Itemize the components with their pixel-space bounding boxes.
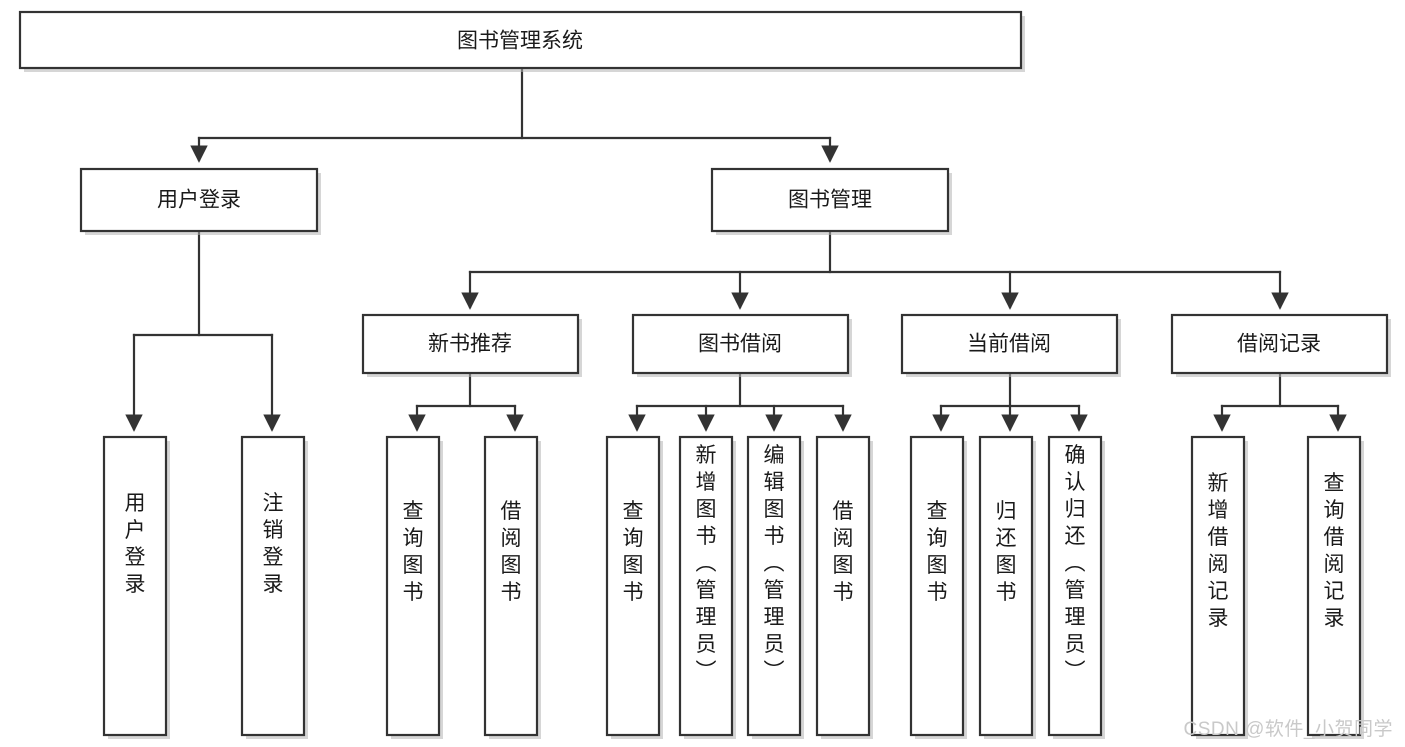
leaf-user-login-box: [102, 435, 168, 737]
leaf-query-record-box: [1306, 435, 1362, 737]
leaf-add-book-box: [678, 435, 734, 737]
current-borrow-box: [900, 313, 1119, 375]
node-leaf-logout-login[interactable]: 注销登录: [240, 435, 308, 739]
leaf-query-book-1-box: [385, 435, 441, 737]
new-book-recommend-label: 新书推荐: [428, 333, 512, 356]
leaf-query-book-2-label: 查询图书: [623, 500, 644, 604]
node-leaf-confirm-return[interactable]: 确认归还︵管理员︶: [1047, 435, 1105, 739]
leaf-logout-login-box: [240, 435, 306, 737]
borrow-record-label: 借阅记录: [1237, 333, 1321, 356]
node-borrow-record[interactable]: 借阅记录: [1170, 313, 1391, 377]
node-leaf-borrow-book-2[interactable]: 借阅图书: [815, 435, 873, 739]
leaf-borrow-book-2-label: 借阅图书: [833, 500, 854, 604]
leaf-borrow-book-2-box: [815, 435, 871, 737]
node-leaf-query-book-3[interactable]: 查询图书: [909, 435, 967, 739]
book-management-label: 图书管理: [788, 189, 872, 212]
leaf-borrow-book-1-box: [483, 435, 539, 737]
leaf-query-record-label: 查询借阅记录: [1324, 472, 1345, 630]
node-current-borrow[interactable]: 当前借阅: [900, 313, 1121, 377]
leaf-query-book-3-box: [909, 435, 965, 737]
leaf-add-record-label: 新增借阅记录: [1208, 472, 1229, 630]
user-login-box: [79, 167, 319, 233]
root-box: [18, 10, 1023, 70]
leaf-confirm-return-box: [1047, 435, 1103, 737]
csdn-watermark: CSDN @软件_小贺同学: [1183, 719, 1393, 740]
node-leaf-query-book-2[interactable]: 查询图书: [605, 435, 663, 739]
leaf-return-book-label: 归还图书: [996, 500, 1017, 604]
user-login-label: 用户登录: [157, 189, 241, 212]
book-borrow-label: 图书借阅: [698, 333, 782, 356]
current-borrow-label: 当前借阅: [967, 333, 1051, 356]
root-label: 图书管理系统: [457, 30, 583, 53]
node-leaf-user-login[interactable]: 用户登录: [102, 435, 170, 739]
leaf-query-book-3-label: 查询图书: [927, 500, 948, 604]
node-new-book-recommend[interactable]: 新书推荐: [361, 313, 582, 377]
book-borrow-box: [631, 313, 850, 375]
leaf-add-book-label: 新增图书︵管理员︶: [696, 444, 717, 683]
node-leaf-query-book-1[interactable]: 查询图书: [385, 435, 443, 739]
node-leaf-edit-book[interactable]: 编辑图书︵管理员︶: [746, 435, 804, 739]
node-leaf-query-record[interactable]: 查询借阅记录: [1306, 435, 1364, 739]
connector-layer: [125, 67, 1347, 432]
leaf-add-record-box: [1190, 435, 1246, 737]
node-user-login[interactable]: 用户登录: [79, 167, 321, 235]
node-leaf-return-book[interactable]: 归还图书: [978, 435, 1036, 739]
book-management-box: [710, 167, 950, 233]
node-root[interactable]: 图书管理系统: [18, 10, 1025, 72]
leaf-user-login-label: 用户登录: [125, 492, 146, 596]
leaf-edit-book-box: [746, 435, 802, 737]
leaf-logout-login-label: 注销登录: [263, 492, 284, 596]
leaf-return-book-box: [978, 435, 1034, 737]
node-book-management[interactable]: 图书管理: [710, 167, 952, 235]
new-book-recommend-box: [361, 313, 580, 375]
node-leaf-borrow-book-1[interactable]: 借阅图书: [483, 435, 541, 739]
node-leaf-add-book[interactable]: 新增图书︵管理员︶: [678, 435, 736, 739]
leaf-confirm-return-label: 确认归还︵管理员︶: [1065, 444, 1086, 683]
leaf-query-book-1-label: 查询图书: [403, 500, 424, 604]
leaf-borrow-book-1-label: 借阅图书: [501, 500, 522, 604]
node-leaf-add-record[interactable]: 新增借阅记录: [1190, 435, 1248, 739]
borrow-record-box: [1170, 313, 1389, 375]
leaf-query-book-2-box: [605, 435, 661, 737]
node-book-borrow[interactable]: 图书借阅: [631, 313, 852, 377]
leaf-edit-book-label: 编辑图书︵管理员︶: [764, 444, 785, 683]
